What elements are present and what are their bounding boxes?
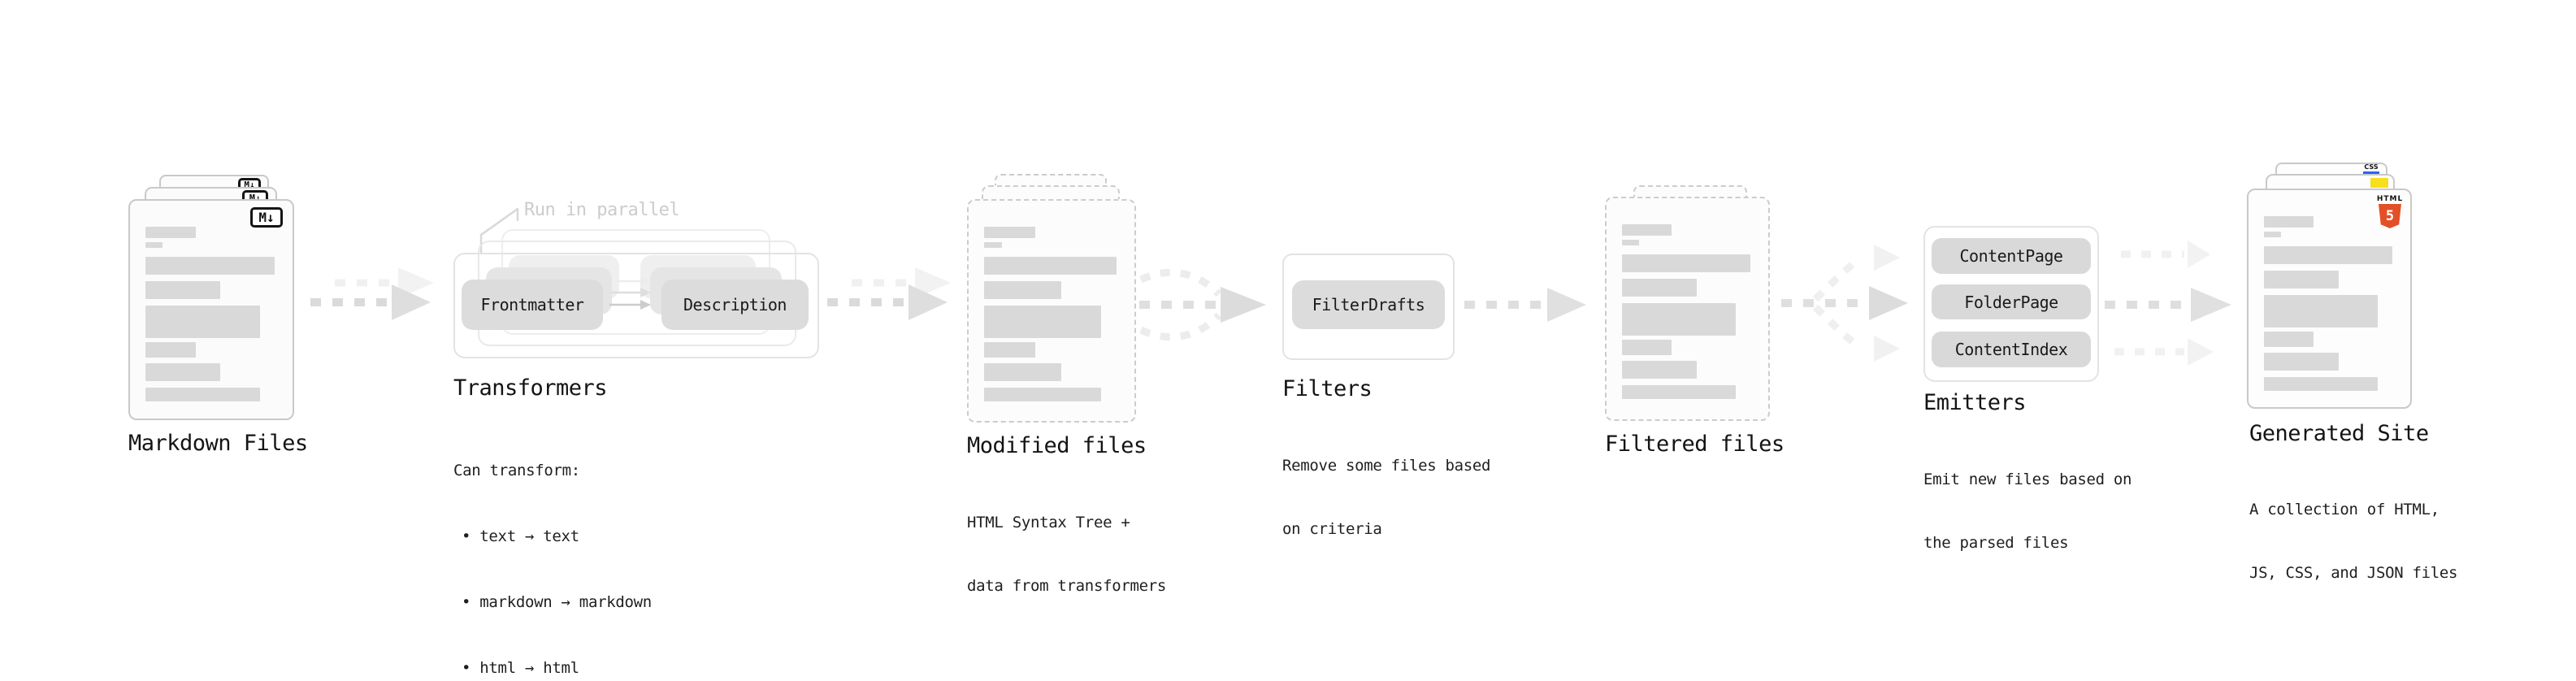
skeleton-bar bbox=[145, 257, 275, 275]
skeleton-bar bbox=[984, 242, 1002, 248]
node-label: Filtered files bbox=[1605, 432, 1785, 457]
document-sheet-front: HTML 5 bbox=[2247, 189, 2412, 409]
skeleton-bar bbox=[984, 342, 1036, 358]
node-label: Emitters bbox=[1923, 390, 2027, 415]
skeleton-bar bbox=[145, 242, 163, 248]
css-icon-text: CSS bbox=[2364, 163, 2379, 171]
doc-skeleton bbox=[984, 227, 1119, 401]
flow-arrow-icon bbox=[1464, 288, 1586, 322]
document-sheet-front bbox=[967, 199, 1136, 423]
skeleton-bar bbox=[1622, 361, 1697, 379]
doc-skeleton bbox=[145, 227, 277, 401]
caption-line: HTML Syntax Tree + bbox=[967, 514, 1130, 531]
parallel-arrows-icon bbox=[2105, 241, 2231, 366]
markdown-icon: M↓ bbox=[250, 207, 283, 228]
caption-bullet: • html → html bbox=[462, 659, 579, 677]
caption-bullet: • text → text bbox=[462, 527, 579, 545]
doc-skeleton bbox=[2264, 216, 2395, 391]
caption-line: A collection of HTML, bbox=[2249, 501, 2439, 518]
caption-line: JS, CSS, and JSON files bbox=[2249, 564, 2458, 582]
flow-arrow-icon bbox=[827, 267, 951, 320]
skeleton-bar bbox=[2264, 332, 2314, 347]
caption-bullet: • markdown → markdown bbox=[462, 593, 652, 611]
skeleton-bar bbox=[2264, 353, 2339, 371]
node-label: Modified files bbox=[967, 433, 1147, 458]
html5-icon-text: HTML bbox=[2376, 195, 2404, 203]
js-icon bbox=[2370, 178, 2388, 188]
skeleton-bar bbox=[984, 257, 1117, 275]
merge-arrow-icon bbox=[1139, 268, 1266, 341]
skeleton-bar bbox=[1622, 385, 1737, 399]
skeleton-bar bbox=[1622, 254, 1750, 272]
skeleton-bar bbox=[145, 281, 221, 299]
emitters-frame bbox=[1923, 226, 2099, 382]
skeleton-bar bbox=[984, 388, 1102, 401]
node-label: Transformers bbox=[453, 375, 608, 401]
skeleton-bar bbox=[2264, 271, 2339, 288]
caption-line: Emit new files based on bbox=[1923, 471, 2132, 488]
node-caption: Emit new files based on the parsed files bbox=[1923, 427, 2132, 596]
css-icon-bar bbox=[2363, 171, 2379, 175]
caption-line: on criteria bbox=[1282, 520, 1382, 538]
skeleton-bar bbox=[2264, 295, 2379, 327]
folderpage-block: FolderPage bbox=[1932, 284, 2091, 319]
skeleton-bar bbox=[145, 388, 260, 401]
caption-line: Remove some files based bbox=[1282, 457, 1491, 475]
caption-line: data from transformers bbox=[967, 577, 1167, 595]
skeleton-bar bbox=[145, 342, 196, 358]
document-sheet-front: M↓ bbox=[128, 199, 294, 420]
transformer-frame-front bbox=[453, 253, 819, 358]
skeleton-bar bbox=[145, 363, 221, 381]
skeleton-bar bbox=[2264, 216, 2314, 228]
skeleton-bar bbox=[984, 281, 1061, 299]
transform-arrows-icon bbox=[609, 276, 651, 310]
html5-icon-shield: 5 bbox=[2379, 204, 2401, 228]
skeleton-bar bbox=[2264, 246, 2392, 264]
filters-frame bbox=[1282, 254, 1455, 360]
doc-skeleton bbox=[1622, 224, 1753, 399]
skeleton-bar bbox=[984, 363, 1061, 381]
skeleton-bar bbox=[2264, 377, 2379, 391]
skeleton-bar bbox=[984, 306, 1102, 338]
document-sheet-front bbox=[1605, 197, 1770, 421]
skeleton-bar bbox=[984, 227, 1036, 238]
skeleton-bar bbox=[1622, 224, 1672, 236]
node-label: Filters bbox=[1282, 376, 1373, 401]
caption-title: Can transform: bbox=[453, 462, 580, 479]
contentpage-block: ContentPage bbox=[1932, 238, 2091, 274]
node-caption: A collection of HTML, JS, CSS, and JSON … bbox=[2249, 457, 2458, 626]
node-caption: Can transform: • text → text • markdown … bbox=[453, 416, 652, 681]
fanout-arrow-icon bbox=[1781, 245, 1908, 362]
css-icon: CSS bbox=[2361, 164, 2381, 175]
frontmatter-block: Frontmatter bbox=[462, 280, 603, 330]
contentindex-block: ContentIndex bbox=[1932, 332, 2091, 367]
flow-arrow-icon bbox=[310, 267, 434, 320]
skeleton-bar bbox=[1622, 279, 1697, 297]
skeleton-bar bbox=[1622, 340, 1672, 355]
skeleton-bar bbox=[1622, 303, 1737, 336]
node-caption: Remove some files based on criteria bbox=[1282, 413, 1491, 582]
node-label: Markdown Files bbox=[128, 431, 308, 456]
run-in-parallel-annotation: Run in parallel bbox=[524, 200, 680, 220]
node-label: Generated Site bbox=[2249, 421, 2429, 446]
skeleton-bar bbox=[145, 306, 260, 338]
skeleton-bar bbox=[2264, 232, 2281, 237]
caption-line: the parsed files bbox=[1923, 534, 2069, 552]
skeleton-bar bbox=[1622, 240, 1639, 245]
node-caption: HTML Syntax Tree + data from transformer… bbox=[967, 470, 1166, 639]
skeleton-bar bbox=[145, 227, 196, 238]
filterdrafts-block: FilterDrafts bbox=[1292, 280, 1445, 329]
html5-icon: HTML 5 bbox=[2376, 195, 2404, 228]
description-block: Description bbox=[661, 280, 809, 330]
